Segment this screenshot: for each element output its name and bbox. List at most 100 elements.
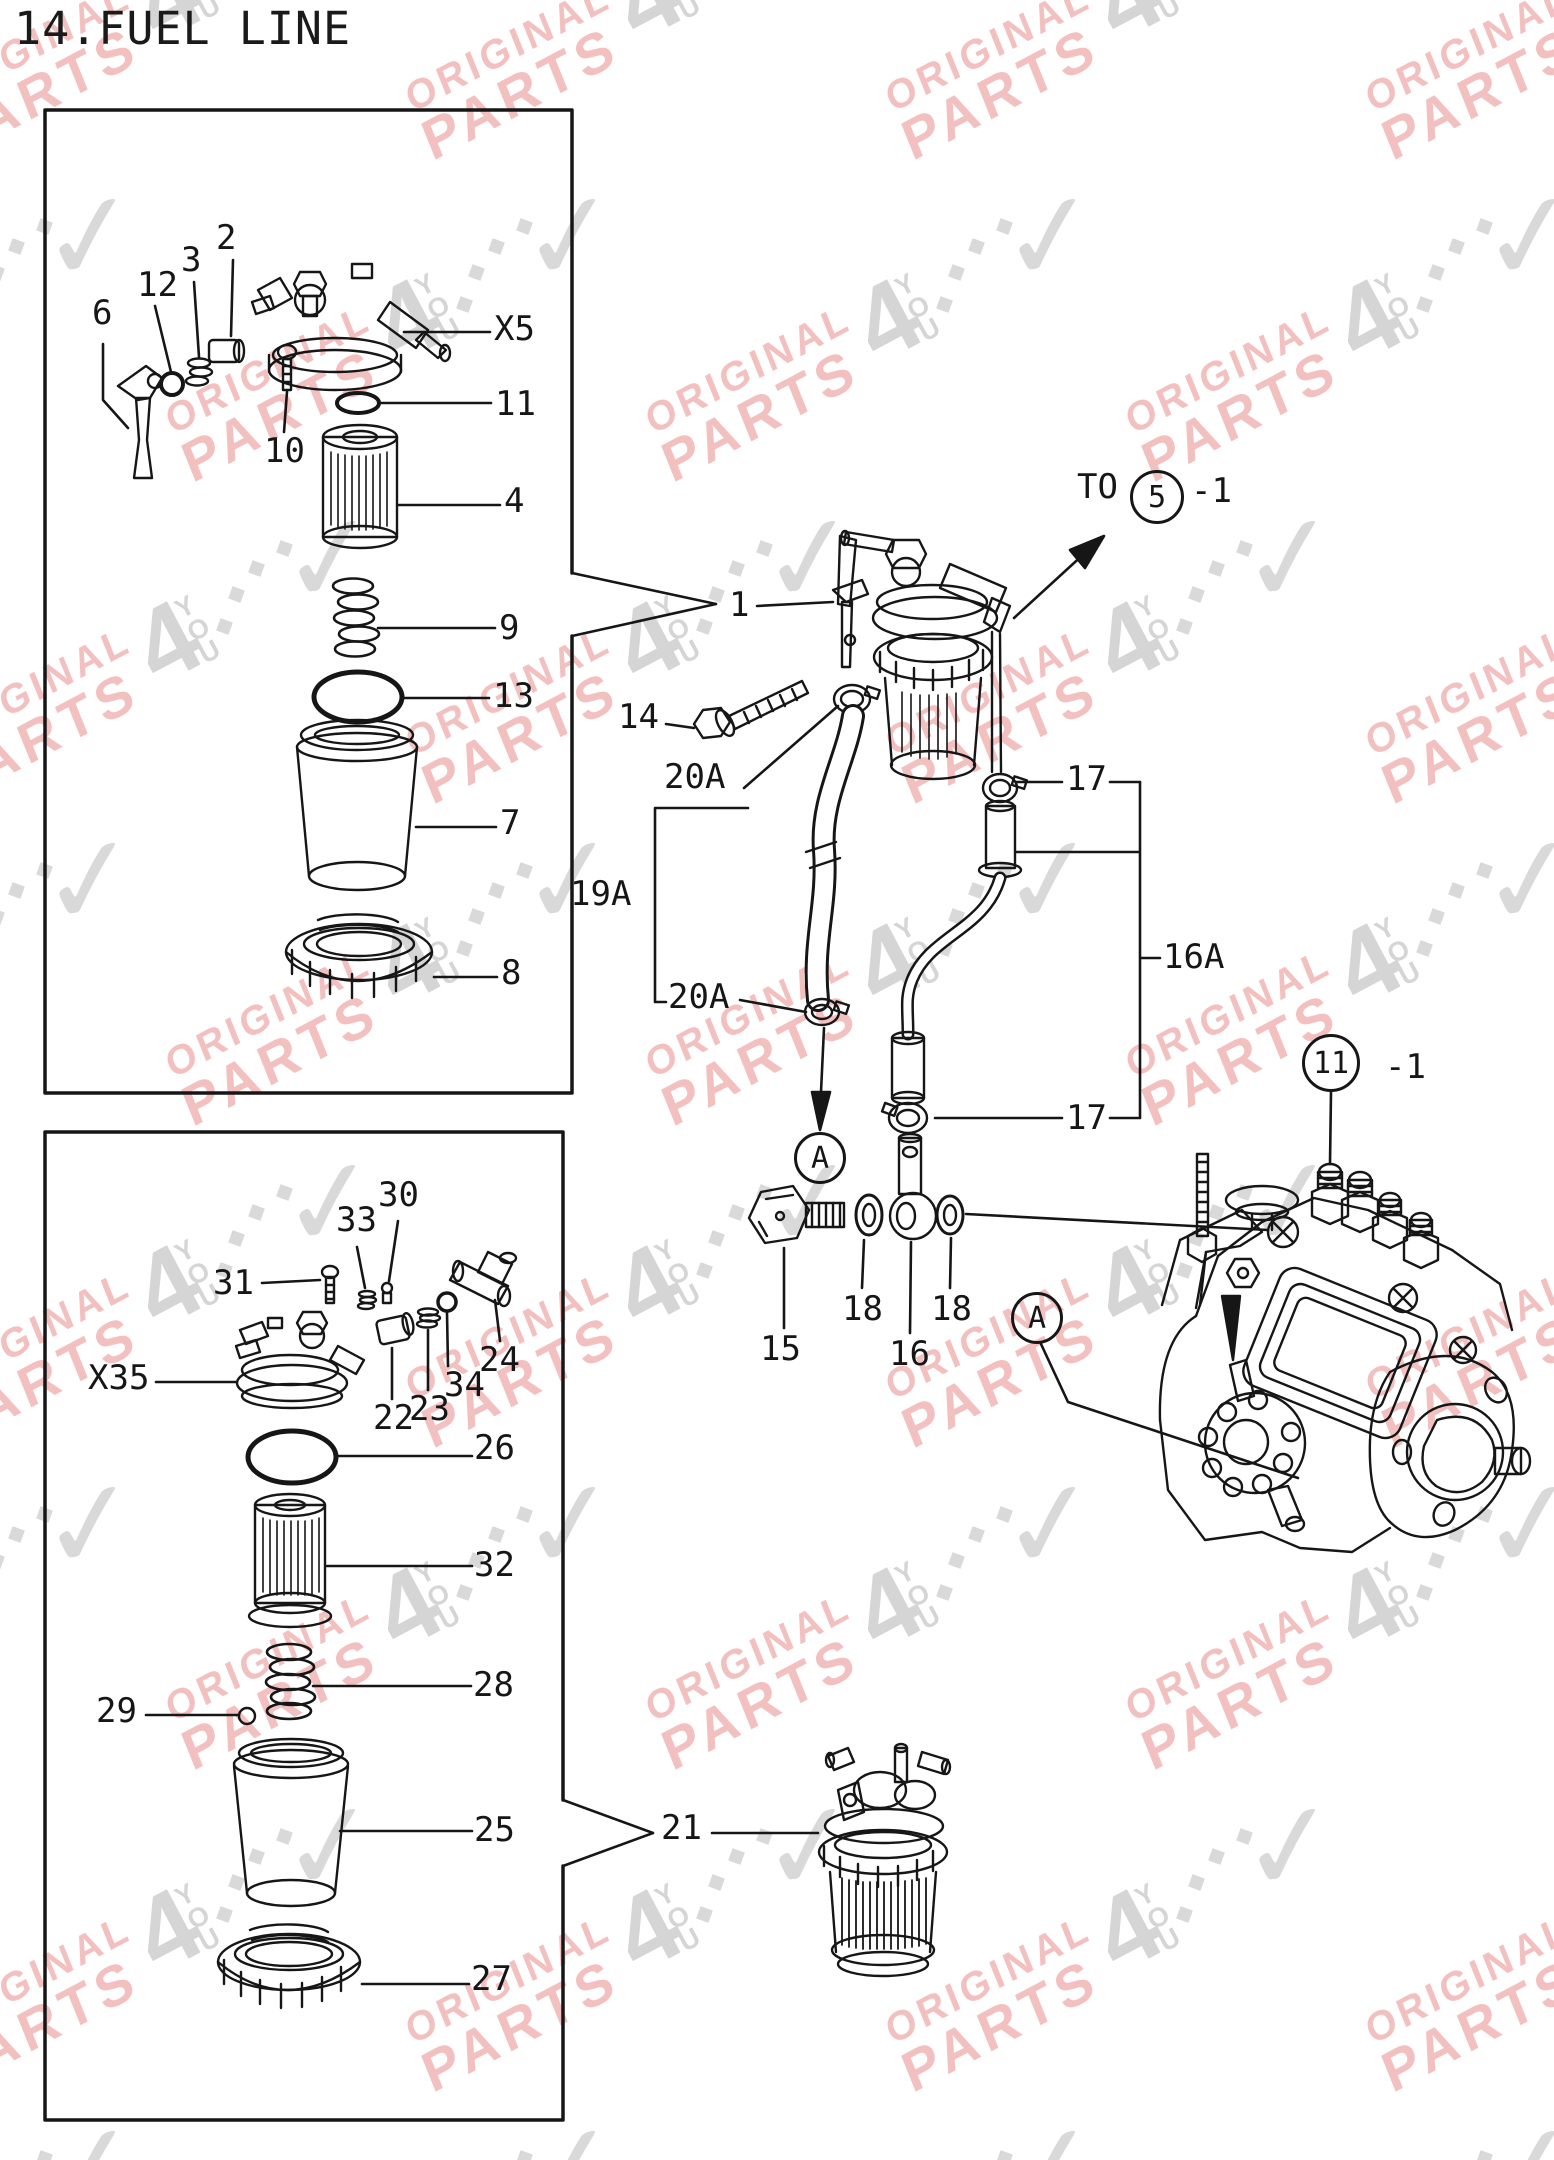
part-29-ball <box>237 1706 257 1726</box>
page-title: 14.FUEL LINE <box>14 2 352 55</box>
part-15-banjo-bolt <box>747 1184 846 1245</box>
callout-x35: X35 <box>88 1358 150 1398</box>
circled-callout-5: 5 <box>1130 470 1184 524</box>
hose-16a <box>900 871 1007 1041</box>
filter-21-exploded-parts <box>216 1250 518 2010</box>
part-23-spring <box>415 1307 442 1329</box>
part-20a-clamp-lower <box>803 997 851 1027</box>
pump-window <box>1242 1266 1438 1440</box>
callout-19a: 19A <box>570 874 632 914</box>
callout-31: 31 <box>213 1263 254 1303</box>
part-31-screw <box>320 1264 340 1305</box>
pipe-16a-upper <box>977 799 1023 879</box>
part-25-bowl <box>232 1737 350 1908</box>
circled-callout-a-1: A <box>794 1132 846 1184</box>
part-x5-filter-head <box>250 262 452 392</box>
part-22-plug <box>375 1311 415 1346</box>
part-2-plug <box>207 338 246 364</box>
part-18-washer-b <box>935 1194 965 1236</box>
callout-22: 22 <box>373 1398 414 1438</box>
callout-17-upper: 17 <box>1066 759 1107 799</box>
filter-1-exploded-parts <box>116 262 452 1000</box>
part-30-valve <box>380 1281 394 1305</box>
callout-20a-lower: 20A <box>668 977 730 1017</box>
callout-16a: 16A <box>1163 937 1225 977</box>
callout-15: 15 <box>760 1329 801 1369</box>
callout-14: 14 <box>618 697 659 737</box>
part-33-spring <box>356 1289 378 1311</box>
callout-13: 13 <box>493 676 534 716</box>
callout-12: 12 <box>137 265 178 305</box>
part-8-ring-nut <box>284 913 434 1000</box>
part-4-element <box>321 423 399 550</box>
part-13-oring <box>311 669 405 725</box>
part-34-oring <box>436 1291 458 1313</box>
callout-30: 30 <box>378 1175 419 1215</box>
hose-19a <box>804 704 865 1012</box>
callout-24: 24 <box>479 1340 520 1380</box>
callout-28: 28 <box>473 1665 514 1705</box>
callout-26: 26 <box>474 1428 515 1468</box>
part-16-banjo-fitting <box>888 1132 938 1241</box>
part-9-spring <box>331 577 381 658</box>
callout-25: 25 <box>474 1810 515 1850</box>
filter-assembly-21 <box>817 1742 952 1978</box>
callout-23: 23 <box>409 1389 450 1429</box>
callout-4: 4 <box>504 481 525 521</box>
callout-11: 11 <box>495 384 536 424</box>
part-18-washer-a <box>854 1193 884 1237</box>
filter-1-bowl <box>883 676 983 781</box>
callout-21: 21 <box>661 1808 702 1848</box>
injection-pump <box>1158 1152 1532 1554</box>
callout-17-lower: 17 <box>1066 1098 1107 1138</box>
filter-1-ring-nut <box>872 632 994 692</box>
callout-3: 3 <box>181 240 202 280</box>
part-7-bowl <box>295 718 419 892</box>
callout-29: 29 <box>96 1691 137 1731</box>
callout-to: TO <box>1077 467 1118 507</box>
pump-cap <box>1224 1184 1300 1232</box>
callout-x5: X5 <box>494 309 535 349</box>
box-2-outline <box>43 1130 565 2122</box>
part-32-element <box>247 1492 333 1629</box>
callout-27: 27 <box>471 1959 512 1999</box>
part-24-joint <box>448 1250 518 1308</box>
callout-16: 16 <box>889 1334 930 1374</box>
callout-20a-upper: 20A <box>664 757 726 797</box>
pipe-16a-lower <box>890 1030 926 1106</box>
pump-phillips-screws <box>1266 1215 1478 1365</box>
circled-callout-a-2: A <box>1011 1292 1063 1344</box>
pump-stud <box>1186 1152 1218 1264</box>
part-26-oring <box>245 1428 339 1486</box>
callout-18-a: 18 <box>842 1289 883 1329</box>
callout-1: 1 <box>729 585 750 625</box>
part-14-bolt <box>692 679 810 740</box>
callout-34: 34 <box>444 1365 485 1405</box>
pump-hex-nut <box>1225 1257 1261 1289</box>
callout-2: 2 <box>216 218 237 258</box>
part-27-ring-nut <box>216 1923 362 2010</box>
pump-front-flange <box>1197 1389 1307 1533</box>
callout-32: 32 <box>474 1545 515 1585</box>
filter-1-head <box>836 529 1012 774</box>
callout-6: 6 <box>92 293 113 333</box>
callout-33: 33 <box>336 1200 377 1240</box>
box-1-outline <box>43 108 574 1095</box>
leader-lines <box>101 258 1333 1986</box>
callout-9: 9 <box>499 608 520 648</box>
part-3-spring <box>184 357 214 387</box>
filter-assembly-1 <box>692 529 1029 1245</box>
part-11-oring <box>335 391 381 415</box>
pump-rear-flange <box>1368 1354 1532 1539</box>
callout-10: 10 <box>264 431 305 471</box>
callout-pump-dash: -1 <box>1385 1047 1426 1087</box>
circled-callout-11-1: 11 <box>1302 1034 1360 1092</box>
pump-pointer-arrow <box>1220 1294 1256 1403</box>
callout-8: 8 <box>501 953 522 993</box>
callout-18-b: 18 <box>931 1289 972 1329</box>
callout-7: 7 <box>500 803 521 843</box>
part-x35-filter-head <box>234 1310 366 1410</box>
